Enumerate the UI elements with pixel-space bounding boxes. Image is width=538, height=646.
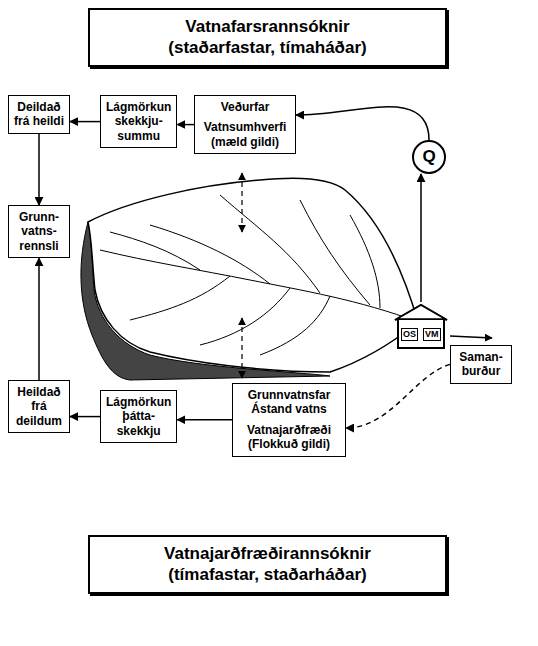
connector: [38, 258, 40, 380]
exchange-arrow: [241, 173, 242, 232]
house-outline: [393, 302, 449, 350]
result-box: Grunn- vatns- rennsli: [8, 205, 70, 258]
process-box: Lágmörkun skekkju- summu: [100, 95, 177, 148]
exchange-arrow: [241, 318, 242, 378]
node-text: Grunn- vatns- rennsli: [14, 210, 64, 253]
data-box: Grunnvatnsfar Ástand vatnsVatnajarðfræði…: [232, 383, 346, 457]
connector: [420, 174, 422, 302]
node-text: Vatnajarðfræði (Flokkuð gildi): [238, 423, 340, 452]
connector: [177, 419, 232, 421]
connector: [70, 416, 100, 418]
connector: [177, 124, 194, 126]
node-text: Q: [422, 147, 435, 167]
node-text: Vatnafarsrannsóknir (staðarfastar, tímah…: [143, 16, 393, 59]
process-box: Saman- burður: [450, 345, 512, 384]
process-box: Deildað frá heildi: [8, 95, 70, 134]
node-text: Grunnvatnsfar Ástand vatns: [238, 388, 340, 417]
heading-box: Vatnafarsrannsóknir (staðarfastar, tímah…: [88, 8, 447, 67]
process-box: Lágmörkun þátta- skekkju: [100, 390, 177, 443]
node-text: Vatnajarðfræðirannsóknir (tímafastar, st…: [143, 543, 393, 586]
connector: [70, 121, 100, 123]
node-text: Saman- burður: [456, 350, 506, 379]
catchment-surface: [88, 178, 418, 372]
heading-box: Vatnajarðfræðirannsóknir (tímafastar, st…: [88, 535, 447, 594]
instrument-label: VM: [423, 328, 441, 341]
outflow-arrow: [450, 336, 492, 338]
node-text: Heildað frá deildum: [14, 385, 64, 428]
connector: [38, 134, 40, 205]
data-box: VeðurfarVatnsumhverfi (mæld gildi): [194, 95, 296, 154]
node-text: Vatnsumhverfi (mæld gildi): [200, 120, 290, 149]
instrument-label: OS: [401, 328, 418, 341]
discharge-circle: Q: [412, 140, 446, 174]
gauging-station: OS VM: [393, 302, 449, 350]
node-text: Lágmörkun þátta- skekkju: [106, 395, 171, 438]
connector: [296, 107, 429, 140]
stream-network: [100, 195, 418, 355]
node-text: Veðurfar: [200, 100, 290, 114]
node-text: Lágmörkun skekkju- summu: [106, 100, 171, 143]
process-box: Heildað frá deildum: [8, 380, 70, 433]
connector: [346, 364, 450, 428]
node-text: Deildað frá heildi: [14, 100, 64, 129]
